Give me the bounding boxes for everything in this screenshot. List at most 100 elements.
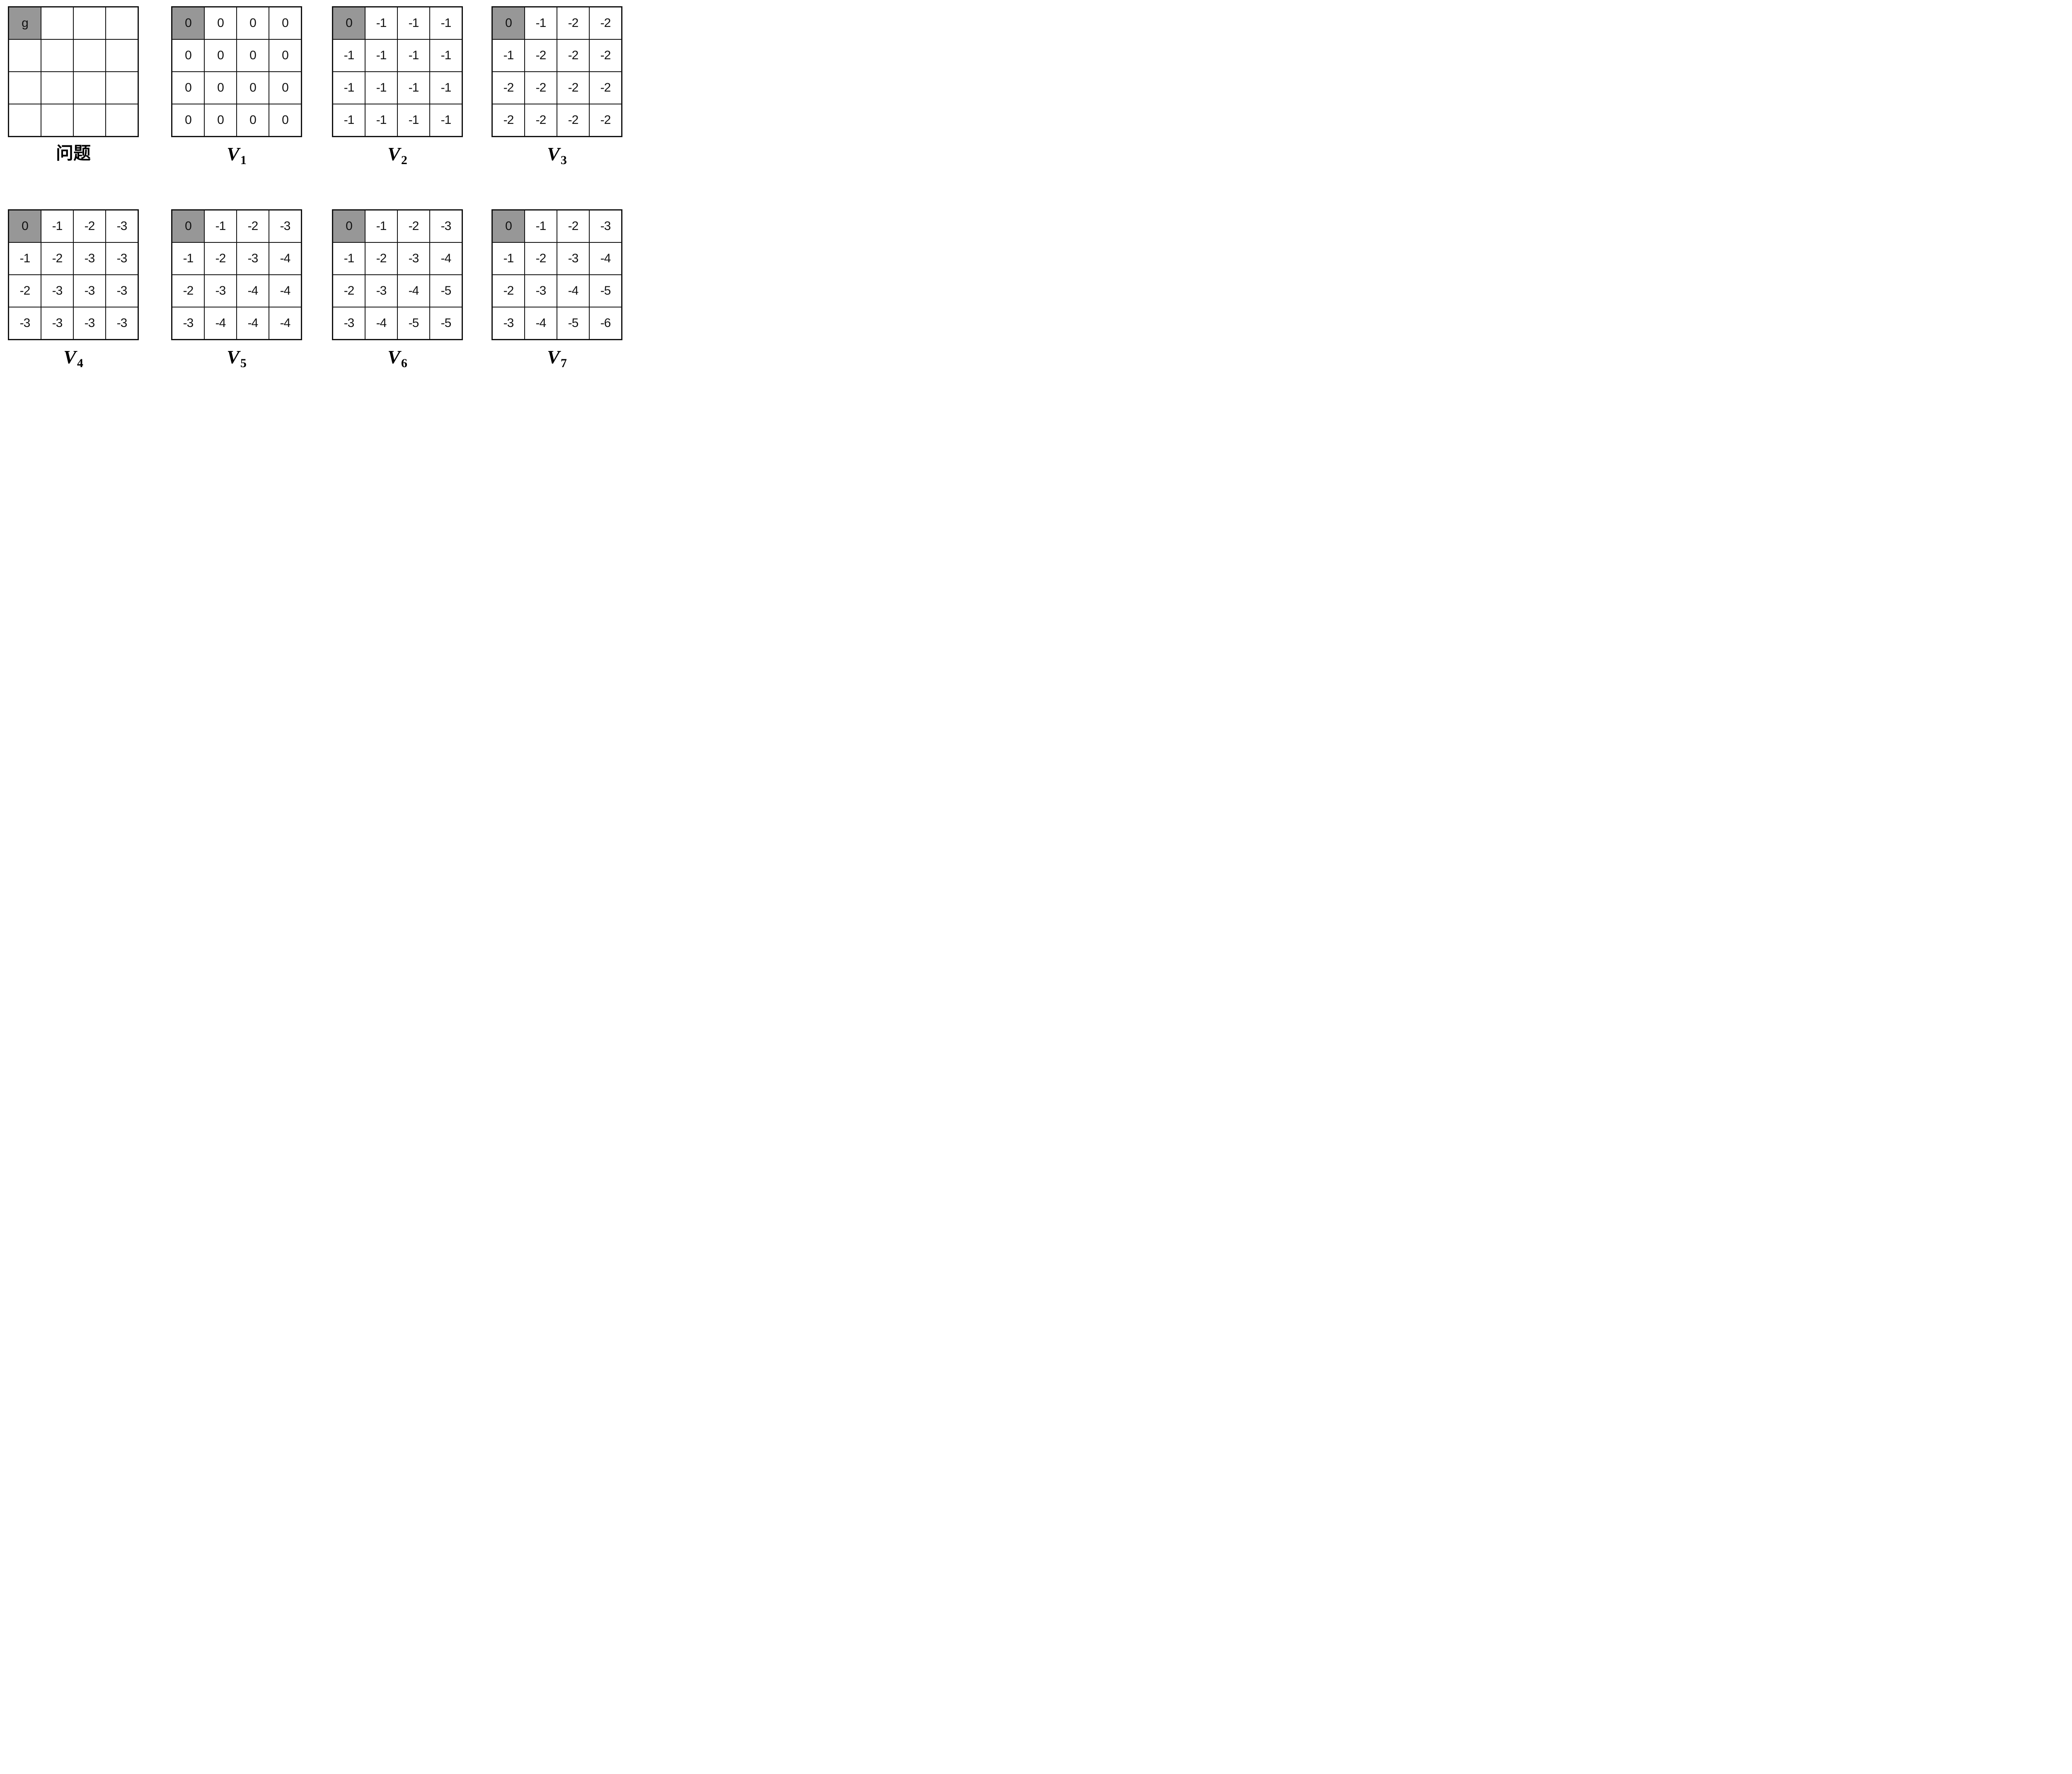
grid-cell — [41, 72, 73, 104]
grid-cell: -3 — [106, 307, 138, 339]
grid-cell: -4 — [237, 307, 269, 339]
grid-cell: -1 — [366, 104, 397, 136]
grid-cell — [106, 40, 138, 71]
goal-cell: 0 — [9, 211, 41, 242]
grid-cell: -2 — [41, 243, 73, 274]
grid-cell: -1 — [333, 104, 365, 136]
grid-cell: -2 — [590, 104, 621, 136]
grid-v3-cells: 0-1-2-2-1-2-2-2-2-2-2-2-2-2-2-2 — [491, 6, 622, 137]
goal-cell: 0 — [172, 7, 204, 39]
grid-cell: -1 — [430, 72, 462, 104]
grid-cell: -2 — [9, 275, 41, 307]
grid-cell: -3 — [430, 211, 462, 242]
grid-cell: -6 — [590, 307, 621, 339]
grid-cell: 0 — [237, 40, 269, 71]
grid-cell: -1 — [366, 72, 397, 104]
grid-v3: 0-1-2-2-1-2-2-2-2-2-2-2-2-2-2-2 V3 — [491, 6, 622, 167]
grid-cell: -4 — [269, 307, 301, 339]
grid-cell: -2 — [493, 275, 524, 307]
grid-cell: -3 — [41, 307, 73, 339]
grid-cell: -3 — [366, 275, 397, 307]
goal-cell: 0 — [333, 7, 365, 39]
grid-cell: -2 — [557, 7, 589, 39]
grid-cell: 0 — [237, 7, 269, 39]
grid-cell: -3 — [525, 275, 557, 307]
grid-cell: -1 — [493, 40, 524, 71]
grid-cell: -4 — [366, 307, 397, 339]
grid-cell: -1 — [398, 40, 429, 71]
grid-cell: -1 — [430, 40, 462, 71]
grid-cell: 0 — [172, 40, 204, 71]
grid-cell: -1 — [493, 243, 524, 274]
grid-cell — [41, 40, 73, 71]
grid-cell: -1 — [41, 211, 73, 242]
grid-cell: -2 — [557, 40, 589, 71]
grid-v4-cells: 0-1-2-3-1-2-3-3-2-3-3-3-3-3-3-3 — [8, 209, 139, 340]
grid-cell: 0 — [205, 72, 236, 104]
goal-cell: 0 — [333, 211, 365, 242]
label-subscript: 7 — [560, 356, 567, 370]
grid-cell: -1 — [366, 7, 397, 39]
grid-cell: 0 — [237, 72, 269, 104]
grid-cell — [106, 72, 138, 104]
label-subscript: 6 — [401, 356, 407, 370]
grid-v2-cells: 0-1-1-1-1-1-1-1-1-1-1-1-1-1-1-1 — [332, 6, 463, 137]
label-base: V — [387, 143, 400, 165]
label-base: V — [227, 143, 240, 165]
grid-cell — [74, 104, 105, 136]
grid-cell: -4 — [205, 307, 236, 339]
label-subscript: 2 — [401, 153, 407, 167]
grid-v7-cells: 0-1-2-3-1-2-3-4-2-3-4-5-3-4-5-6 — [491, 209, 622, 340]
label-base: V — [227, 346, 240, 368]
grid-cell: -3 — [398, 243, 429, 274]
grid-cell: -2 — [590, 40, 621, 71]
grid-cell — [9, 40, 41, 71]
grid-cell: -1 — [172, 243, 204, 274]
grid-cell: 0 — [172, 104, 204, 136]
grid-cell: -5 — [430, 275, 462, 307]
grid-cell: -2 — [557, 211, 589, 242]
grid-cell: -5 — [590, 275, 621, 307]
grid-cell: -2 — [493, 104, 524, 136]
grid-cell: 0 — [172, 72, 204, 104]
goal-cell: 0 — [493, 211, 524, 242]
grid-cell: -3 — [106, 211, 138, 242]
goal-cell: 0 — [493, 7, 524, 39]
grid-cell — [106, 7, 138, 39]
grid-cell: -1 — [398, 7, 429, 39]
grid-cell: -2 — [557, 72, 589, 104]
grid-cell: -3 — [172, 307, 204, 339]
grid-problem-label: 问题 — [56, 143, 91, 163]
grid-cell: -1 — [430, 7, 462, 39]
grid-cell: -2 — [590, 7, 621, 39]
grid-cell: 0 — [269, 104, 301, 136]
grid-v4: 0-1-2-3-1-2-3-3-2-3-3-3-3-3-3-3 V4 — [8, 209, 139, 370]
grid-cell: 0 — [237, 104, 269, 136]
grid-cell: -5 — [430, 307, 462, 339]
grid-v5: 0-1-2-3-1-2-3-4-2-3-4-4-3-4-4-4 V5 — [171, 209, 302, 370]
grid-cell: -4 — [269, 275, 301, 307]
grid-cell — [74, 40, 105, 71]
label-base: V — [547, 143, 560, 165]
grid-cell: -3 — [237, 243, 269, 274]
grid-v4-label: V4 — [8, 348, 139, 370]
grid-v3-label: V3 — [491, 145, 622, 167]
grid-v6: 0-1-2-3-1-2-3-4-2-3-4-5-3-4-5-5 V6 — [332, 209, 463, 370]
grid-cell: -1 — [366, 40, 397, 71]
grid-cell: -3 — [557, 243, 589, 274]
grid-cell: -3 — [41, 275, 73, 307]
grid-cell: -3 — [106, 275, 138, 307]
grid-cell: -3 — [269, 211, 301, 242]
grid-cell — [106, 104, 138, 136]
grid-cell: -2 — [525, 72, 557, 104]
grid-cell: -1 — [525, 7, 557, 39]
label-subscript: 3 — [560, 153, 567, 167]
grid-cell: -4 — [237, 275, 269, 307]
grid-cell — [41, 7, 73, 39]
grid-cell: -2 — [74, 211, 105, 242]
grid-cell — [9, 104, 41, 136]
grid-cell: -3 — [333, 307, 365, 339]
grid-problem: g 问题 — [8, 6, 139, 162]
grid-v5-cells: 0-1-2-3-1-2-3-4-2-3-4-4-3-4-4-4 — [171, 209, 302, 340]
